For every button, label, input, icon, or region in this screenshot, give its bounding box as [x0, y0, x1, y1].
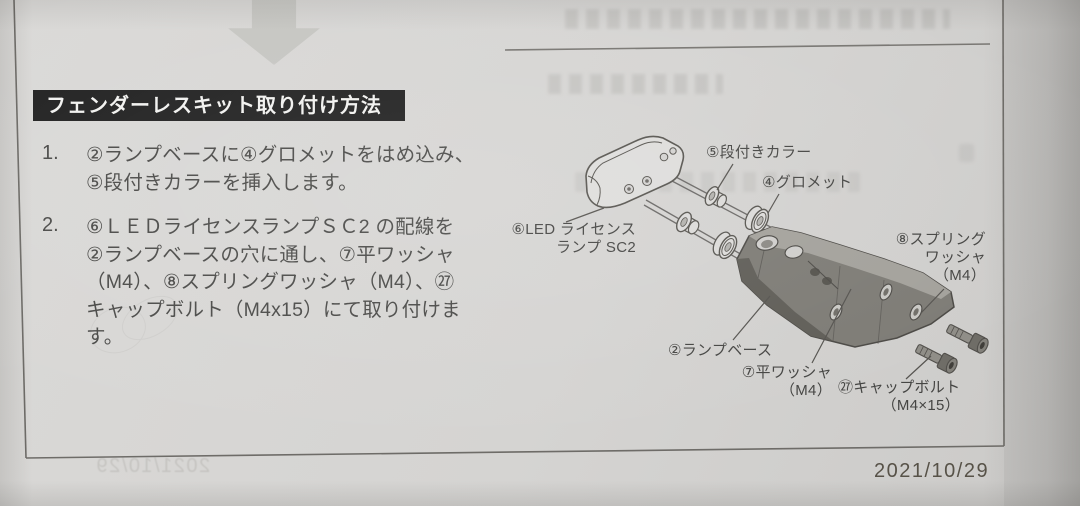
grommet-drawing [712, 231, 738, 260]
screw-axis-lines [643, 175, 889, 326]
label-cap-bolt: ㉗キャップボルト （M4×15） [838, 379, 961, 414]
step-2: 2. ⑥ＬＥＤライセンスランプＳＣ2 の配線を ②ランプベースの穴に通し、⑦平ワ… [42, 214, 482, 352]
step-text: ⑥ＬＥＤライセンスランプＳＣ2 の配線を ②ランプベースの穴に通し、⑦平ワッシャ… [86, 216, 461, 348]
label-stepped-collar: ⑤段付きカラー [706, 144, 812, 161]
cap-bolt-drawing [946, 324, 989, 354]
label-lamp-base: ②ランプベース [668, 342, 773, 359]
step-number: 1. [42, 142, 59, 164]
step-1: 1. ②ランプベースに④グロメットをはめ込み、 ⑤段付きカラーを挿入します。 [42, 142, 482, 197]
section-title: フェンダーレスキット取り付け方法 [46, 95, 382, 117]
bleedthrough-mark [959, 144, 974, 162]
step-text: ②ランプベースに④グロメットをはめ込み、 ⑤段付きカラーを挿入します。 [86, 144, 475, 194]
section-title-bar: フェンダーレスキット取り付け方法 [33, 90, 405, 121]
step-number: 2. [42, 214, 59, 236]
label-flat-washer: ⑦平ワッシャ （M4） [741, 364, 832, 399]
label-grommet: ④グロメット [762, 174, 853, 191]
bleedthrough-text-strip [548, 74, 723, 94]
bleedthrough-date: 2021/10/29 [95, 455, 211, 477]
cap-bolt-drawing [915, 344, 958, 374]
stepped-collar-drawing [675, 211, 700, 235]
section-divider-line [504, 43, 991, 51]
page-margin-shade [1004, 0, 1080, 506]
label-spring-washer: ⑧スプリング ワッシャ （M4） [895, 231, 986, 284]
revision-date: 2021/10/29 [874, 460, 990, 482]
label-led-lamp: ⑥LED ライセンス ランプ SC2 [511, 221, 636, 256]
bleedthrough-arrow [228, 0, 320, 65]
instruction-steps: 1. ②ランプベースに④グロメットをはめ込み、 ⑤段付きカラーを挿入します。 2… [42, 142, 482, 369]
bleedthrough-text-strip [565, 9, 950, 29]
grommet-drawing [744, 205, 770, 234]
